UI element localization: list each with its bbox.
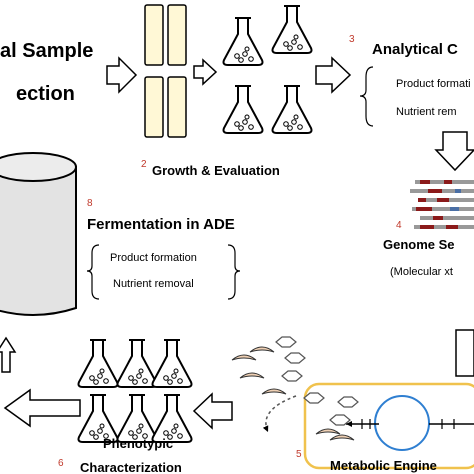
step-number-5: 5 (296, 449, 302, 460)
arrow-up-bioreactor (0, 336, 17, 373)
arrow-to-metabolic (455, 329, 474, 377)
flask-icon (116, 394, 158, 443)
phenotypic-label-line2: Characterization (80, 460, 182, 474)
growth-evaluation-label: Growth & Evaluation (152, 163, 280, 178)
tube-icon (144, 76, 164, 138)
dashed-recycle-arrow (262, 395, 297, 433)
flask-icon (271, 85, 313, 134)
flask-icon (151, 394, 193, 443)
bioreactor-cylinder (0, 152, 77, 316)
arrow-tubes-to-flasks (193, 58, 218, 86)
flask-icon (271, 5, 313, 54)
molecules (275, 336, 359, 426)
flask-icon (151, 339, 193, 388)
step-number-4: 4 (396, 220, 402, 231)
flask-icon (116, 339, 158, 388)
arrow-to-analytical (315, 56, 352, 94)
plasmid-icon (374, 395, 430, 451)
phenotypic-label-line1: Phenotypic (103, 436, 173, 451)
analytical-item-product: Product formati (396, 78, 471, 90)
tube-icon (167, 4, 187, 66)
sample-collection-title-line2: ection (16, 83, 75, 105)
metabolic-title: Metabolic Engine (330, 458, 437, 473)
fermentation-item-product: Product formation (110, 252, 197, 264)
fermentation-item-nutrient: Nutrient removal (113, 278, 194, 290)
growth-flasks (222, 5, 313, 134)
fermentation-title: Fermentation in ADE (87, 216, 235, 233)
step-number-8: 8 (87, 198, 93, 209)
flask-icon (222, 85, 264, 134)
arrow-to-growth (106, 56, 138, 94)
genome-title: Genome Se (383, 237, 455, 252)
cell-outline (303, 382, 474, 470)
culture-tubes (144, 4, 187, 138)
step-number-2: 2 (141, 159, 147, 170)
flask-icon (222, 17, 264, 66)
tube-icon (167, 76, 187, 138)
flask-icon (77, 394, 119, 443)
flask-icon (77, 339, 119, 388)
tube-icon (144, 4, 164, 66)
sample-collection-title-line1: al Sample (0, 40, 93, 62)
step-number-6: 6 (58, 458, 64, 469)
arrow-to-bioreactor (3, 388, 81, 428)
arrow-to-genome (434, 131, 474, 172)
fermentation-left-brace (86, 244, 100, 300)
fermentation-right-brace (227, 244, 241, 300)
genome-map-graphic (410, 180, 474, 229)
enzymes (231, 346, 355, 441)
analytical-item-nutrient: Nutrient rem (396, 106, 457, 118)
arrow-to-phenotypic (192, 392, 233, 430)
analytical-title: Analytical C (372, 41, 458, 58)
analytical-brace (359, 66, 374, 127)
step-number-3: 3 (349, 34, 355, 45)
genome-subtitle: (Molecular xt (390, 266, 453, 278)
phenotype-flasks (77, 339, 193, 443)
